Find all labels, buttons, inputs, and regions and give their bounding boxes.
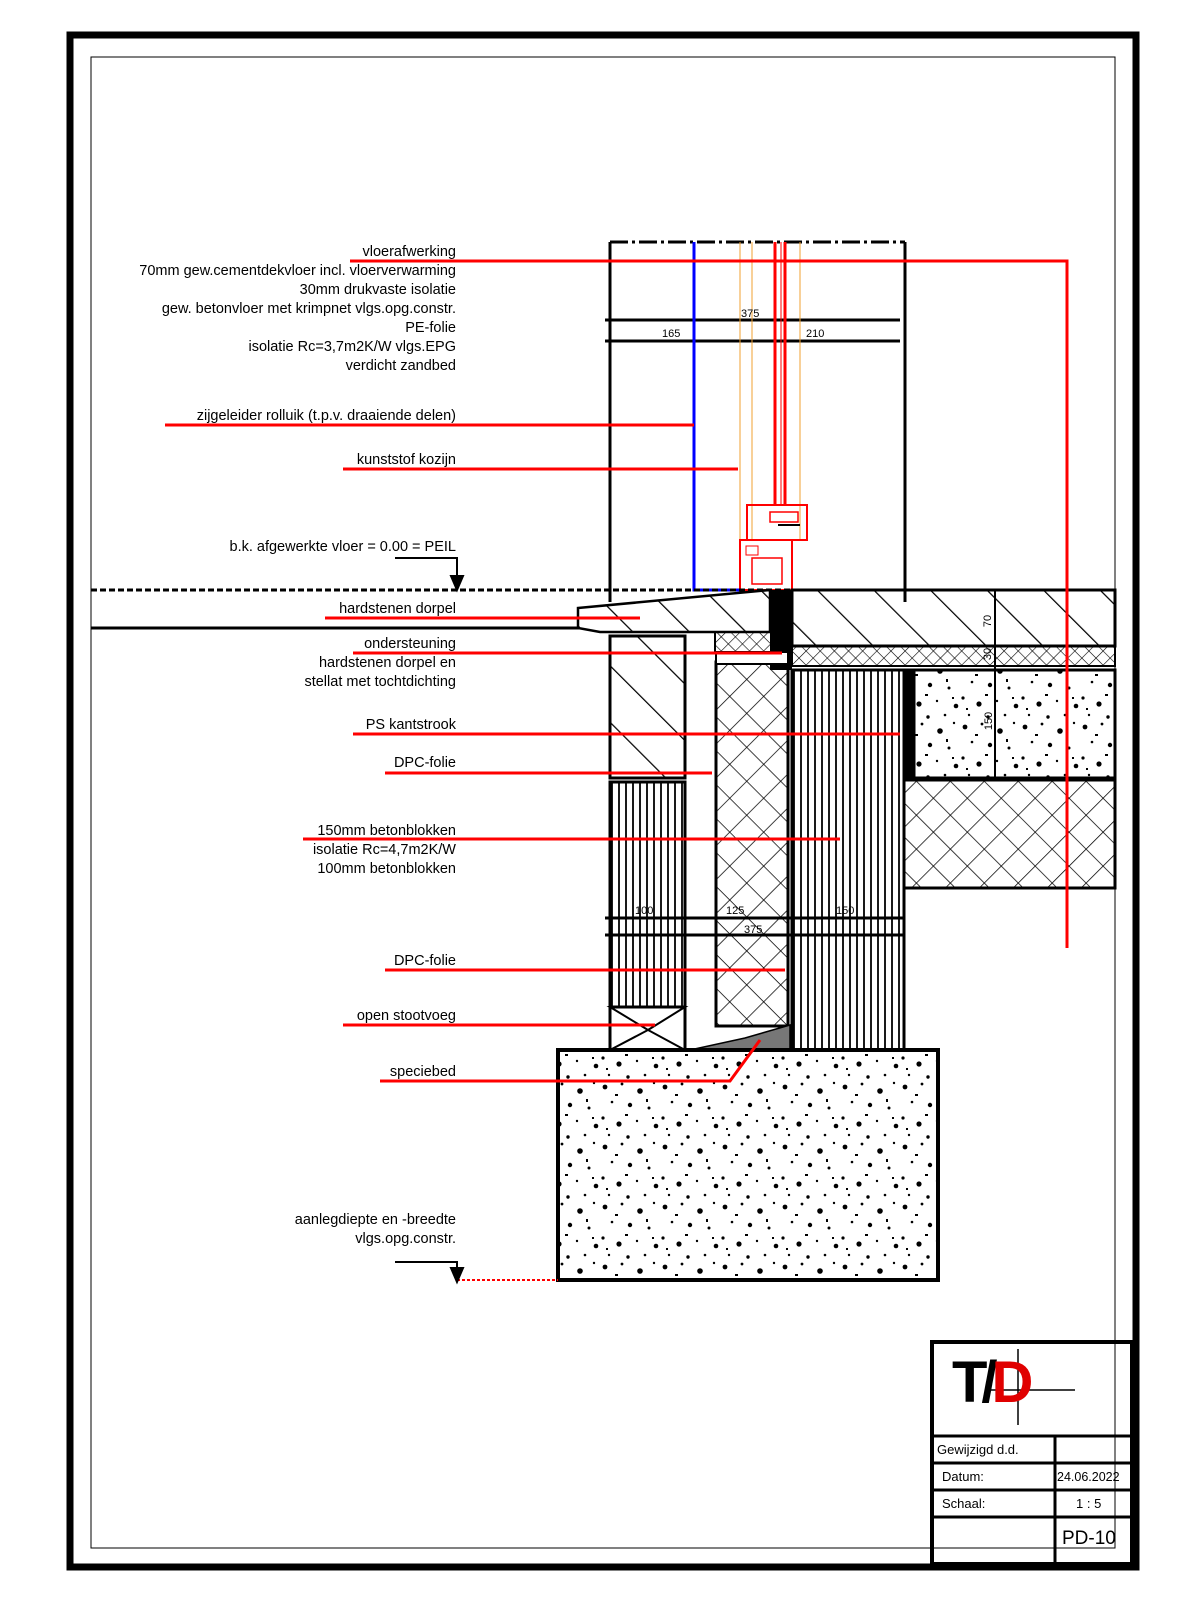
dim-floor-b: 30 xyxy=(982,647,995,661)
datum-value: 24.06.2022 xyxy=(1057,1470,1120,1484)
label-wall: 150mm betonblokken isolatie Rc=4,7m2K/W … xyxy=(313,822,456,879)
label-wall-1: 150mm betonblokken xyxy=(317,823,456,839)
gewijzigd-label: Gewijzigd d.d. xyxy=(937,1442,1019,1457)
label-floor-7: verdicht zandbed xyxy=(345,358,456,374)
label-kozijn: kunststof kozijn xyxy=(356,452,456,468)
label-foundation-2: vlgs.opg.constr. xyxy=(355,1231,456,1247)
label-floor-1: vloerafwerking xyxy=(362,244,457,260)
label-wall-2: isolatie Rc=4,7m2K/W xyxy=(312,842,456,858)
label-ondersteuning: ondersteuning hardstenen dorpel en stell… xyxy=(304,635,456,692)
datum-label: Datum: xyxy=(942,1469,984,1484)
dim-floor-c: 150 xyxy=(983,711,996,731)
label-peil: b.k. afgewerkte vloer = 0.00 = PEIL xyxy=(229,539,457,555)
window-frame-section xyxy=(605,240,907,602)
label-dpc-top: DPC-folie xyxy=(393,755,456,771)
label-wall-3: 100mm betonblokken xyxy=(317,861,456,877)
wall-section xyxy=(605,590,1117,1052)
logo: T/D xyxy=(952,1350,1034,1415)
label-dorpel: hardstenen dorpel xyxy=(339,601,456,617)
label-floor: vloerafwerking 70mm gew.cementdekvloer i… xyxy=(139,243,456,376)
sill-section xyxy=(91,588,1117,672)
peil-arrow xyxy=(395,557,465,593)
label-dpc-bottom: DPC-folie xyxy=(393,953,456,969)
label-foundation: aanlegdiepte en -breedte vlgs.opg.constr… xyxy=(295,1211,456,1249)
dim-floor-a: 70 xyxy=(982,614,995,628)
label-ondersteuning-2: hardstenen dorpel en xyxy=(318,655,456,671)
logo-right: D xyxy=(991,1350,1034,1415)
dim-wall-a: 100 xyxy=(635,905,654,917)
dim-wall-b: 125 xyxy=(726,905,745,917)
label-stootvoeg: open stootvoeg xyxy=(356,1008,456,1024)
logo-left: T/ xyxy=(952,1350,997,1415)
leader-lines xyxy=(165,259,1069,1083)
label-floor-5: PE-folie xyxy=(405,320,456,336)
label-floor-3: 30mm drukvaste isolatie xyxy=(299,282,456,298)
dim-top-total: 375 xyxy=(741,308,760,320)
dim-top-right: 210 xyxy=(806,328,825,340)
label-floor-4: gew. betonvloer met krimpnet vlgs.opg.co… xyxy=(161,301,456,317)
label-zijgeleider: zijgeleider rolluik (t.p.v. draaiende de… xyxy=(196,408,456,424)
label-ondersteuning-1: ondersteuning xyxy=(364,636,456,652)
foundation-depth-arrow xyxy=(395,1261,465,1285)
foundation-block xyxy=(556,1048,940,1282)
dim-wall-total: 375 xyxy=(744,924,763,936)
schaal-value: 1 : 5 xyxy=(1076,1496,1102,1511)
label-speciebed: speciebed xyxy=(389,1064,456,1080)
label-floor-6: isolatie Rc=3,7m2K/W vlgs.EPG xyxy=(248,339,456,355)
label-ps-kantstrook: PS kantstrook xyxy=(365,717,456,733)
outer-border xyxy=(66,31,1140,1571)
label-foundation-1: aanlegdiepte en -breedte xyxy=(294,1212,456,1228)
label-ondersteuning-3: stellat met tochtdichting xyxy=(304,674,456,690)
dim-wall-c: 150 xyxy=(836,905,855,917)
title-block xyxy=(930,1340,1134,1566)
label-floor-2: 70mm gew.cementdekvloer incl. vloerverwa… xyxy=(139,263,456,279)
drawing-number: PD-10 xyxy=(1062,1528,1116,1549)
dim-top-left: 165 xyxy=(662,328,681,340)
schaal-label: Schaal: xyxy=(942,1496,986,1511)
